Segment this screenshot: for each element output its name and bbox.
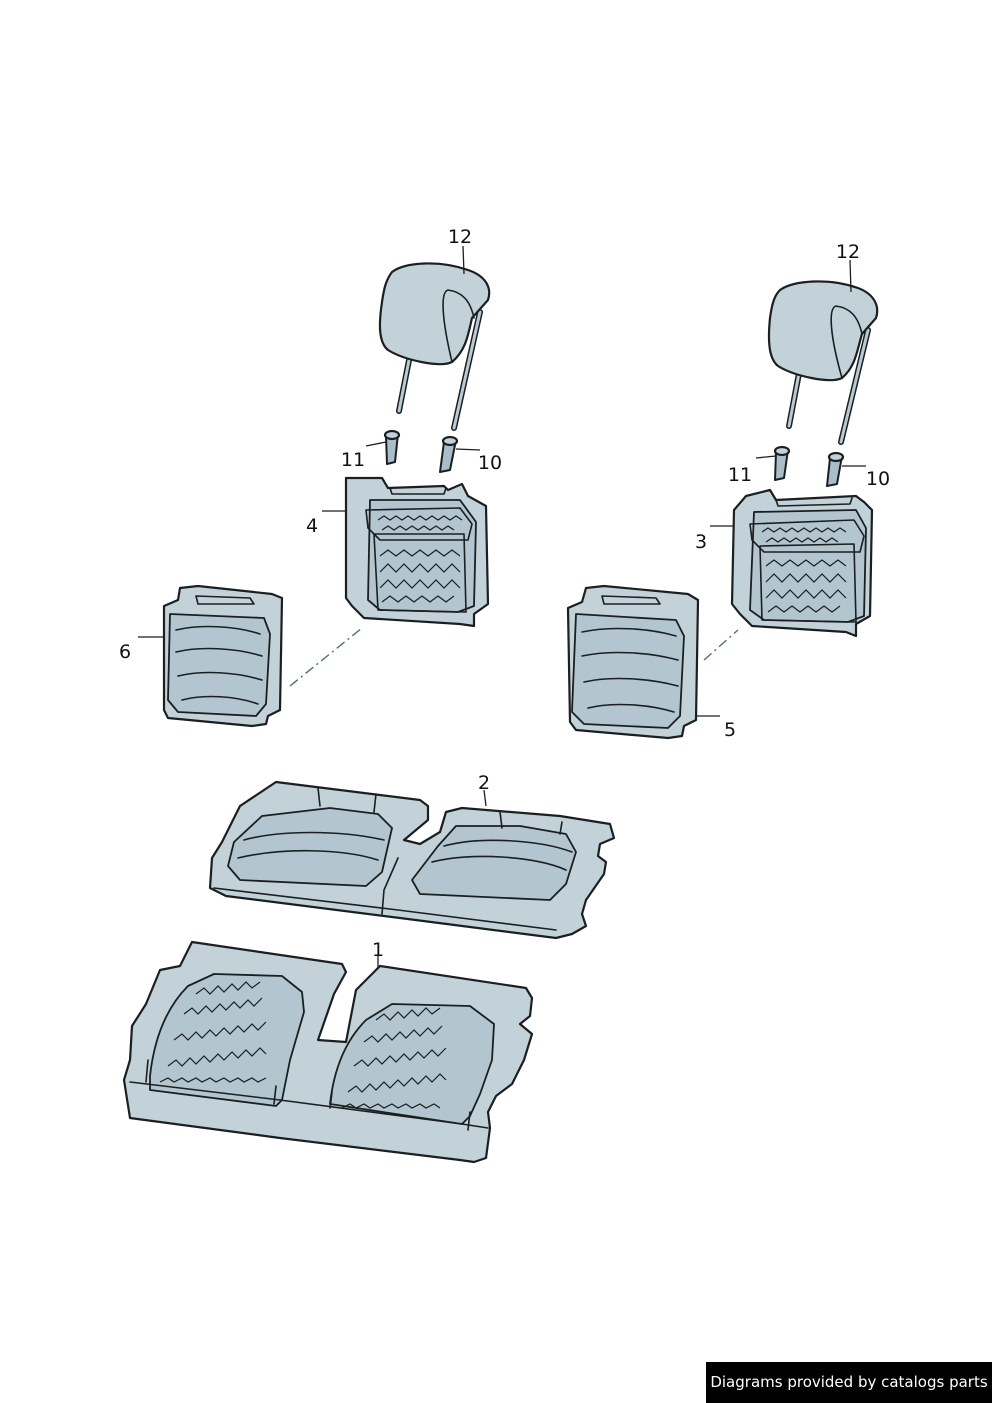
callout-4: 4 (306, 515, 318, 537)
callout-10-right: 10 (866, 468, 890, 490)
rear-panel-5[interactable] (566, 584, 700, 740)
callout-2: 2 (478, 772, 490, 794)
assembly-line-right (703, 629, 739, 661)
callout-6: 6 (119, 641, 131, 663)
headrest-right[interactable] (767, 280, 879, 445)
backrest-cover-4[interactable] (344, 476, 490, 628)
rear-panel-6[interactable] (162, 584, 284, 728)
guide-sleeve-11-left[interactable] (383, 429, 401, 465)
callout-5: 5 (724, 719, 736, 741)
callout-3: 3 (695, 531, 707, 553)
guide-sleeve-11-right[interactable] (773, 445, 791, 481)
callout-10-left: 10 (478, 452, 502, 474)
guide-sleeve-10-right[interactable] (826, 451, 845, 487)
seat-cushion-1[interactable] (122, 940, 534, 1164)
assembly-line-left (289, 627, 363, 687)
credit-banner: Diagrams provided by catalogs parts (706, 1362, 992, 1403)
callout-11-right: 11 (728, 464, 752, 486)
backrest-pad-2[interactable] (208, 780, 616, 940)
callout-1: 1 (372, 939, 384, 961)
backrest-cover-3[interactable] (730, 488, 874, 638)
leader-lines (138, 245, 866, 968)
guide-sleeve-10-left[interactable] (439, 435, 459, 473)
callout-11-left: 11 (341, 449, 365, 471)
headrest-left[interactable] (378, 262, 491, 431)
callout-12-right: 12 (836, 241, 860, 263)
callout-12-left: 12 (448, 226, 472, 248)
